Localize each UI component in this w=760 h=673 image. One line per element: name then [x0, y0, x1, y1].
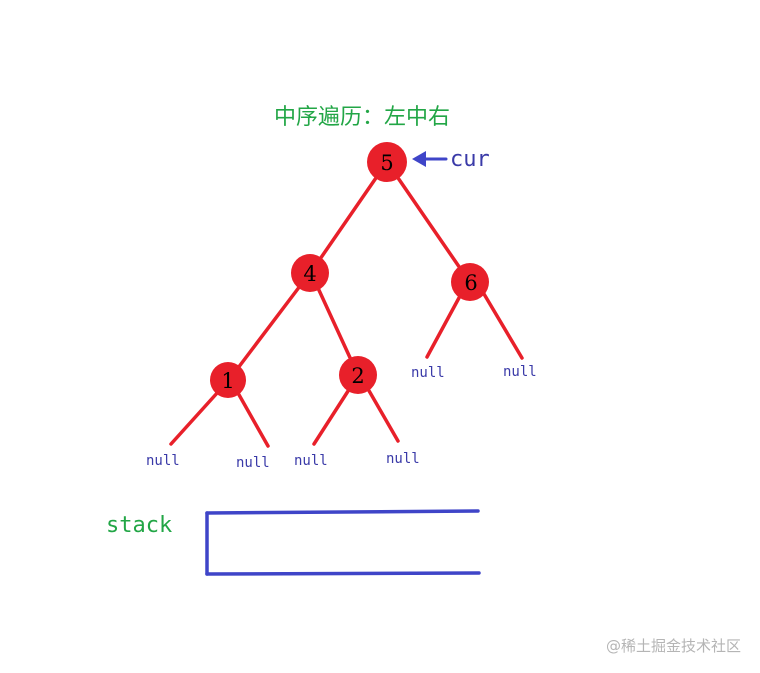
- null-label-1-right: null: [236, 455, 270, 471]
- edge-1-nullR: [236, 391, 270, 448]
- node-label: 2: [351, 364, 364, 388]
- node-circle: [367, 142, 407, 182]
- edge-4-2: [316, 286, 354, 364]
- stack-container: [205, 509, 481, 576]
- diagram-title: 中序遍历：左中右: [274, 105, 450, 130]
- cur-arrow-head-icon: [412, 151, 426, 167]
- node-circle: [339, 356, 377, 394]
- node-circle: [210, 362, 246, 398]
- stack-bottom-edge: [205, 571, 481, 576]
- null-label-6-right: null: [503, 364, 537, 380]
- edge-5-6: [394, 173, 464, 273]
- tree-node-5: 5: [367, 142, 407, 182]
- node-circle: [291, 254, 329, 292]
- edge-2-nullR: [366, 387, 400, 443]
- null-label-2-right: null: [386, 451, 420, 467]
- tree-node-2: 2: [339, 356, 377, 394]
- edge-6-nullR: [482, 292, 524, 360]
- node-label: 4: [303, 262, 316, 286]
- node-circle: [451, 263, 489, 301]
- node-label: 6: [464, 271, 477, 295]
- null-leaves: null null null null null null: [146, 364, 537, 471]
- node-label: 5: [380, 151, 393, 175]
- edge-6-nullL: [425, 294, 462, 359]
- edge-5-4: [316, 173, 380, 264]
- stack-top-edge: [205, 509, 480, 515]
- null-label-2-left: null: [294, 453, 328, 469]
- node-label: 1: [221, 369, 234, 393]
- edge-2-nullL: [312, 386, 352, 446]
- cur-label: cur: [450, 147, 490, 172]
- watermark: @稀土掘金技术社区: [606, 637, 741, 655]
- stack-label: stack: [106, 513, 172, 538]
- tree-node-1: 1: [210, 362, 246, 398]
- edge-1-nullL: [169, 390, 220, 446]
- tree-node-6: 6: [451, 263, 489, 301]
- tree-node-4: 4: [291, 254, 329, 292]
- cur-pointer: cur: [412, 147, 490, 172]
- tree-edges: [169, 173, 524, 448]
- null-label-1-left: null: [146, 453, 180, 469]
- edge-4-1: [236, 284, 302, 370]
- null-label-6-left: null: [411, 365, 445, 381]
